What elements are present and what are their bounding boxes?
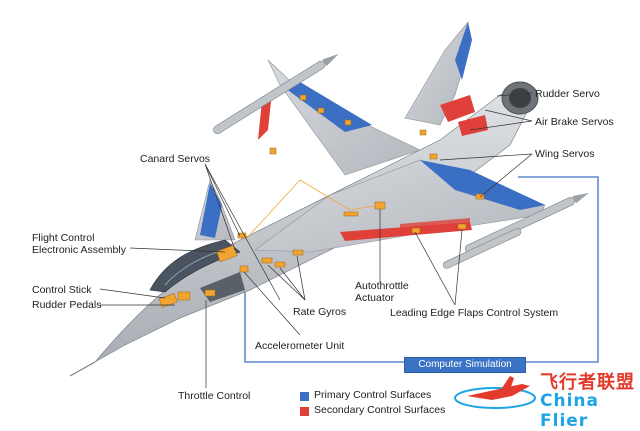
label-accelerometer-unit: Accelerometer Unit bbox=[255, 340, 345, 352]
missile-lower bbox=[464, 192, 589, 253]
watermark-en: China Flier bbox=[540, 391, 599, 431]
rudder-primary-surface bbox=[455, 22, 472, 80]
label-wing-servos: Wing Servos bbox=[535, 148, 595, 160]
missile-bottom bbox=[442, 228, 522, 269]
rate-gyro-1 bbox=[261, 257, 273, 264]
pitot-probe bbox=[69, 361, 96, 377]
legend-secondary-swatch bbox=[300, 407, 309, 416]
leader-lines bbox=[99, 92, 533, 388]
upper-leading-edge-secondary bbox=[258, 92, 272, 140]
lower-wing-primary-surface bbox=[420, 160, 545, 210]
label-rudder-servo: Rudder Servo bbox=[535, 88, 600, 100]
label-autothrottle-1: Autothrottle bbox=[355, 280, 409, 292]
label-rate-gyros: Rate Gyros bbox=[293, 306, 347, 318]
air-brake-secondary bbox=[440, 95, 475, 122]
label-air-brake-servos: Air Brake Servos bbox=[535, 116, 614, 128]
simulation-loop-line bbox=[244, 176, 599, 363]
label-canard-servos: Canard Servos bbox=[140, 153, 211, 165]
watermark-cn: 飞行者联盟 bbox=[540, 372, 635, 393]
leading-edge-secondary bbox=[340, 222, 472, 241]
legend-primary-label: Primary Control Surfaces bbox=[314, 389, 432, 401]
rate-gyro-2 bbox=[274, 261, 286, 268]
wiring bbox=[244, 179, 381, 241]
label-autothrottle-2: Actuator bbox=[355, 292, 395, 304]
missile-upper bbox=[213, 53, 339, 134]
fcea-box bbox=[216, 244, 238, 263]
system-components bbox=[158, 94, 485, 308]
label-fcea-2: Electronic Assembly bbox=[32, 244, 126, 256]
label-control-stick: Control Stick bbox=[32, 284, 92, 296]
upper-wing-primary-surface bbox=[285, 82, 372, 132]
label-throttle-control: Throttle Control bbox=[178, 390, 251, 402]
legend-primary-swatch bbox=[300, 392, 309, 401]
computer-simulation-box: Computer Simulation bbox=[404, 357, 526, 373]
watermark-logo-icon bbox=[454, 376, 536, 409]
label-fcea-1: Flight Control bbox=[32, 232, 95, 244]
label-rudder-pedals: Rudder Pedals bbox=[32, 299, 102, 311]
accelerometer-box bbox=[239, 265, 249, 273]
label-leading-edge-flaps: Leading Edge Flaps Control System bbox=[390, 307, 559, 319]
legend-secondary-label: Secondary Control Surfaces bbox=[314, 404, 446, 416]
